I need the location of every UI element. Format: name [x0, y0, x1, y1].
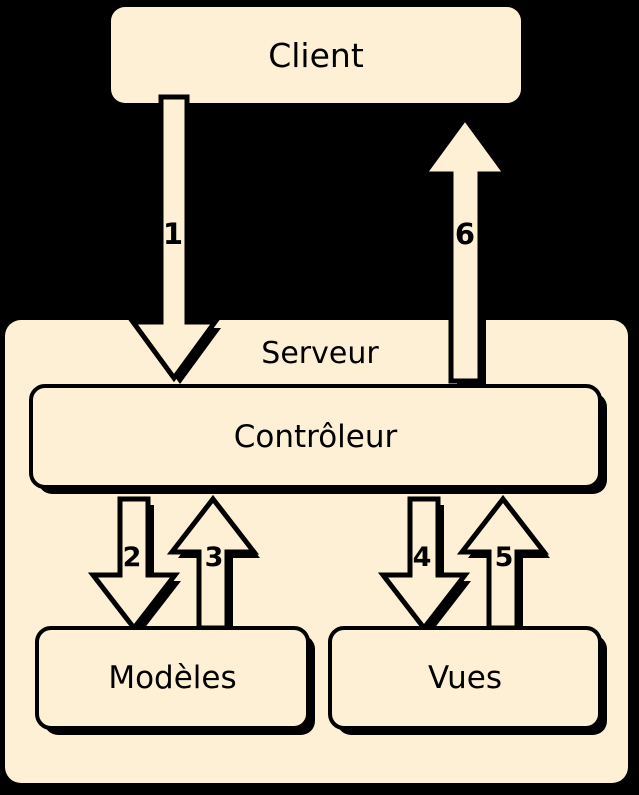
arrow-4: [377, 496, 471, 634]
arrow-4-body: [377, 496, 471, 633]
arrow-1-body: [128, 94, 220, 383]
arrow-6-body: [419, 113, 511, 384]
arrow-1: [128, 94, 221, 384]
client-body: [111, 7, 521, 103]
node-client: [111, 7, 527, 109]
modeles-body: [35, 626, 310, 730]
vues-body: [328, 626, 602, 730]
arrow-2: [87, 496, 181, 634]
node-modeles: [35, 626, 315, 735]
node-vues: [328, 626, 607, 735]
arrow-2-body: [87, 496, 181, 633]
node-controleur: [29, 384, 607, 494]
arrow-6: [419, 113, 512, 387]
controleur-body: [29, 384, 602, 489]
